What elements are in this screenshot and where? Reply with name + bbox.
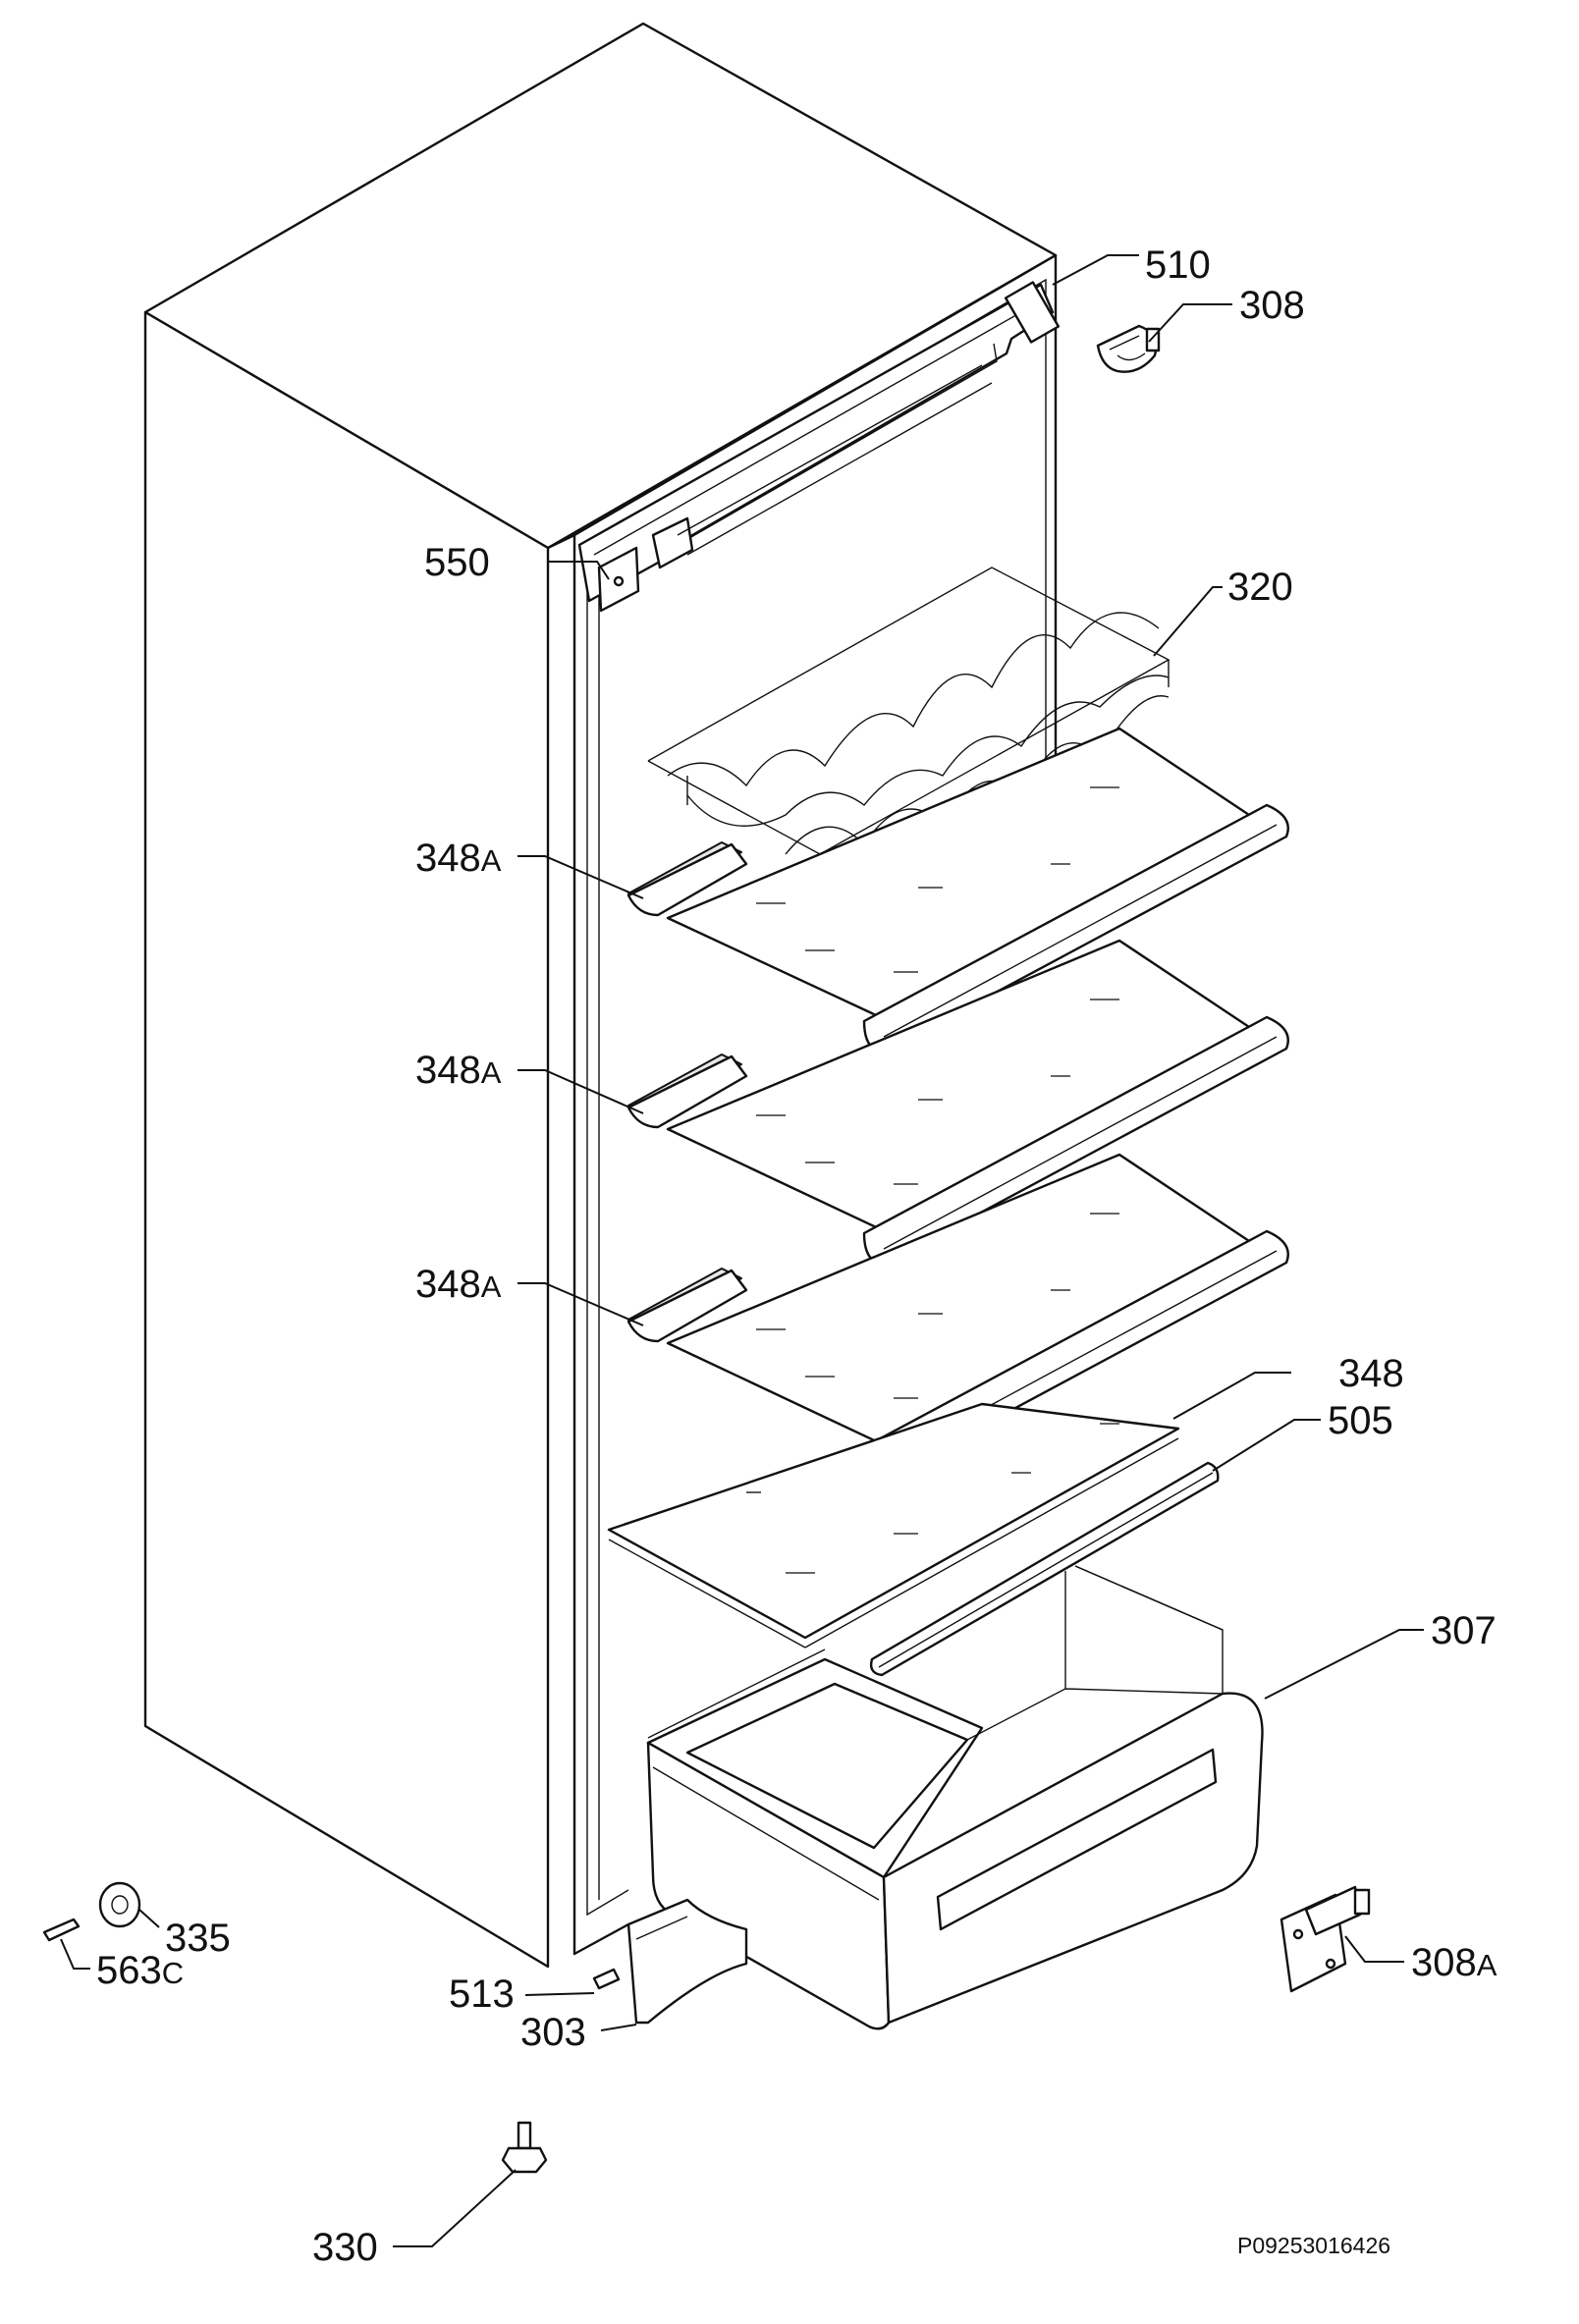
label-348a-3: 348A bbox=[415, 1263, 502, 1306]
crisper-drawer-part-307 bbox=[646, 1565, 1264, 2030]
glass-shelf-348a-2 bbox=[626, 939, 1289, 1267]
adjustable-foot-part-330 bbox=[501, 2121, 548, 2174]
label-308a: 308A bbox=[1411, 1941, 1497, 1984]
leader-348a-2 bbox=[517, 1069, 644, 1114]
door-stop-part-308 bbox=[1096, 324, 1161, 373]
pin-part-563c bbox=[42, 1918, 81, 1942]
document-id: P09253016426 bbox=[1237, 2233, 1390, 2258]
label-303: 303 bbox=[520, 2011, 586, 2054]
label-505: 505 bbox=[1328, 1399, 1393, 1442]
bottom-clip-part-513 bbox=[592, 1968, 621, 1990]
front-profile-part-505 bbox=[869, 1461, 1220, 1677]
leader-307 bbox=[1264, 1629, 1424, 1700]
refrigerator-cabinet bbox=[143, 22, 1058, 1969]
leader-550 bbox=[548, 561, 610, 580]
leader-348 bbox=[1172, 1372, 1291, 1420]
label-335: 335 bbox=[165, 1917, 231, 1960]
bushing-part-335 bbox=[98, 1881, 141, 1928]
leader-505 bbox=[1212, 1419, 1321, 1472]
glass-shelf-part-348 bbox=[607, 1402, 1180, 1648]
label-307: 307 bbox=[1431, 1609, 1497, 1652]
part-labels: 510 308 550 320 348A 348A 348A 348 505 3… bbox=[96, 243, 1497, 2269]
label-330: 330 bbox=[312, 2226, 378, 2269]
label-348: 348 bbox=[1338, 1352, 1404, 1395]
label-308: 308 bbox=[1239, 284, 1305, 327]
glass-shelf-348a-1 bbox=[626, 727, 1289, 1054]
leader-320 bbox=[1153, 586, 1223, 657]
leader-348a-1 bbox=[517, 855, 644, 899]
leader-308a bbox=[1344, 1935, 1404, 1963]
top-frame-part-510 bbox=[577, 281, 1061, 603]
bottom-cover-part-303 bbox=[626, 1898, 748, 2025]
label-348a-1: 348A bbox=[415, 837, 502, 880]
leader-303 bbox=[600, 2024, 637, 2031]
leader-513 bbox=[524, 1992, 595, 1996]
label-513: 513 bbox=[449, 1973, 515, 2016]
label-550: 550 bbox=[424, 541, 490, 584]
leader-348a-3 bbox=[517, 1282, 644, 1326]
leader-308 bbox=[1148, 303, 1232, 343]
label-510: 510 bbox=[1145, 243, 1211, 287]
label-348a-2: 348A bbox=[415, 1049, 502, 1092]
hinge-part-308a bbox=[1280, 1885, 1371, 1993]
label-563c: 563C bbox=[96, 1949, 184, 1992]
leader-330 bbox=[393, 2169, 517, 2247]
leader-510 bbox=[1052, 254, 1139, 286]
label-320: 320 bbox=[1227, 566, 1293, 609]
leader-563c bbox=[60, 1938, 90, 1970]
hinge-bracket-part-550 bbox=[597, 546, 640, 613]
leader-lines bbox=[60, 254, 1424, 2247]
leader-335 bbox=[138, 1909, 160, 1928]
